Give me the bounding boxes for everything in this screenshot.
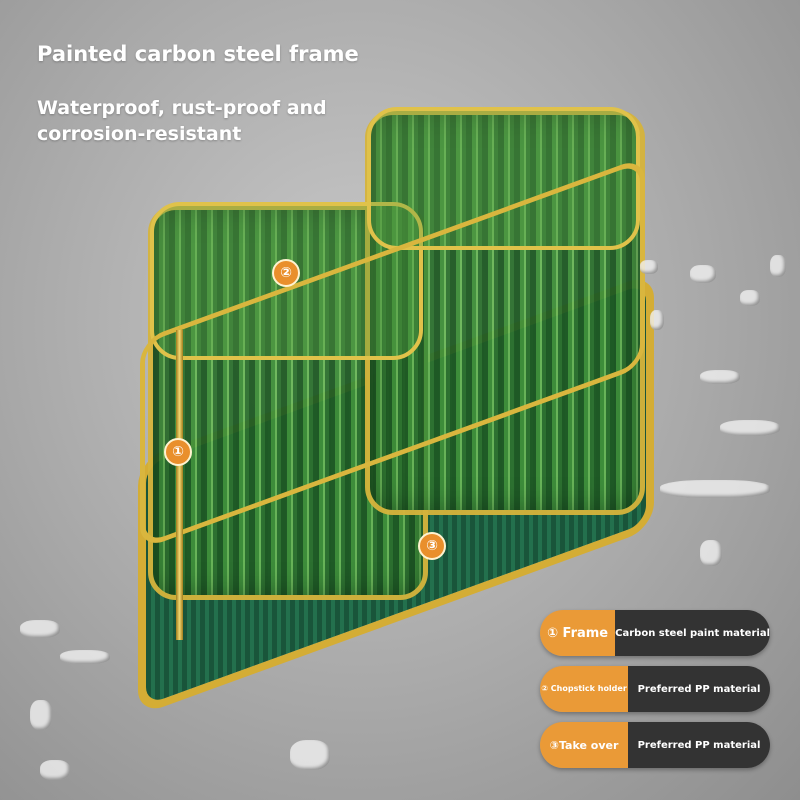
right-cup-rim <box>367 107 640 250</box>
marker-3: ③ <box>418 532 446 560</box>
right-cup <box>365 110 645 515</box>
legend-take-over: ③Take over Preferred PP material <box>540 722 770 768</box>
legend-material: Carbon steel paint material <box>615 610 770 656</box>
marker-1: ① <box>164 438 192 466</box>
subheadline: Waterproof, rust-proof and corrosion-res… <box>37 97 327 145</box>
headline: Painted carbon steel frame <box>37 42 359 66</box>
legend-chopstick-holder: ② Chopstick holder Preferred PP material <box>540 666 770 712</box>
legend-frame: ① Frame Carbon steel paint material <box>540 610 770 656</box>
legend-label: ② Chopstick holder <box>540 666 628 712</box>
legend-label: ③Take over <box>540 722 628 768</box>
frame-post <box>176 330 183 640</box>
legend-material: Preferred PP material <box>628 666 770 712</box>
legend-material: Preferred PP material <box>628 722 770 768</box>
legend-label: ① Frame <box>540 610 616 656</box>
marker-2: ② <box>272 259 300 287</box>
